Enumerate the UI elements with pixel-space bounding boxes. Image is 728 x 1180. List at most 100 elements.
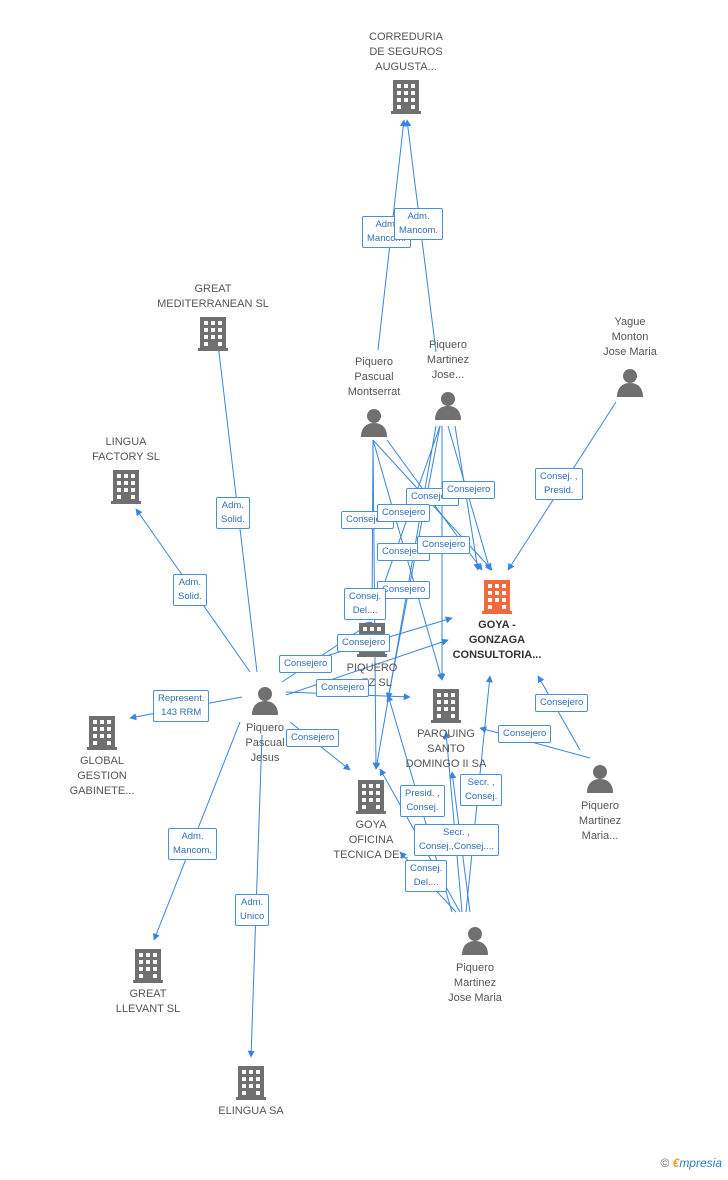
node-label-line: Piquero [429, 339, 467, 351]
edge-label-consejero-m[interactable]: Consejero [498, 725, 552, 743]
node-label-line: DOMINGO II SA [405, 758, 487, 770]
node-label-line: ELINGUA SA [218, 1105, 284, 1117]
edge-label-line: Presid. , [405, 788, 440, 799]
node-label-elingua[interactable]: ELINGUA SA [171, 1104, 331, 1119]
node-label-line: GLOBAL [79, 755, 125, 767]
person-icon[interactable] [252, 687, 278, 715]
edge-label-secr-consej-multi[interactable]: Secr. ,Consej.,Consej.... [414, 824, 499, 856]
edge-label-consejero-i[interactable]: Consejero [279, 655, 333, 673]
edge-label-line: Consejero [382, 507, 426, 518]
edge-label-adm-solid-1[interactable]: Adm.Solid. [216, 497, 250, 529]
person-icon[interactable] [462, 927, 488, 955]
edge-label-consejero-j[interactable]: Consejero [316, 679, 370, 697]
person-icon[interactable] [587, 765, 613, 793]
edge-label-adm-solid-2[interactable]: Adm.Solid. [173, 574, 207, 606]
edge-label-adm-mancom-2[interactable]: Adm.Mancom. [394, 208, 444, 240]
edge-label-line: Adm. [221, 500, 244, 511]
relationship-edge [443, 731, 463, 913]
node-label-line: Montserrat [347, 386, 401, 398]
node-label-lingua[interactable]: LINGUA FACTORY SL [46, 435, 206, 465]
node-label-line: Jose Maria [448, 992, 502, 1004]
company-building-icon[interactable] [482, 580, 512, 614]
node-label-line: DE SEGUROS [369, 46, 443, 58]
edge-label-line: Adm. [375, 219, 398, 230]
node-label-line: Jesus [250, 752, 280, 764]
edge-label-line: Consej. [465, 791, 498, 802]
edge-label-line: Consejero [284, 658, 328, 669]
edge-label-consejero-l[interactable]: Consejero [535, 694, 589, 712]
edge-label-line: Consejero [540, 697, 584, 708]
brand-initial: € [672, 1156, 680, 1170]
node-label-great-llevant[interactable]: GREAT LLEVANT SL [68, 987, 228, 1017]
edge-label-line: Secr. , [443, 827, 470, 838]
edge-label-line: Represent. [158, 693, 205, 704]
node-label-line: AUGUSTA... [375, 61, 437, 73]
edge-label-consejero-d[interactable]: Consejero [377, 504, 431, 522]
node-label-line: Piquero [246, 722, 284, 734]
company-building-icon[interactable] [133, 949, 163, 983]
node-label-line: GREAT [129, 988, 167, 1000]
edge-label-consej-del-2[interactable]: Consej. Del.... [405, 860, 448, 892]
person-icon[interactable] [617, 369, 643, 397]
person-icon[interactable] [361, 409, 387, 437]
edge-label-consej-presid[interactable]: Consej. , Presid. [535, 468, 583, 500]
node-label-line: Piquero [581, 800, 619, 812]
edge-label-line: Consejero [291, 732, 335, 743]
company-building-icon[interactable] [111, 470, 141, 504]
copyright-symbol: © [660, 1156, 670, 1170]
company-building-icon[interactable] [87, 716, 117, 750]
node-label-line: FACTORY SL [92, 451, 160, 463]
edge-label-secr-consej[interactable]: Secr. , Consej. [460, 774, 503, 806]
edge-label-line: Consejero [382, 546, 426, 557]
edge-label-line: Consej. , [540, 471, 578, 482]
empresia-watermark: © €mpresia [660, 1156, 722, 1170]
edge-label-line: Mancom. [173, 845, 213, 856]
node-label-line: GONZAGA [468, 634, 526, 646]
edge-label-consej-del-1[interactable]: Consej.Del.... [344, 588, 387, 620]
node-label-line: LINGUA [105, 436, 147, 448]
edge-label-consejero-b[interactable]: Consejero [442, 481, 496, 499]
company-building-icon[interactable] [431, 689, 461, 723]
node-label-line: CONSULTORIA... [452, 649, 542, 661]
edge-label-represent[interactable]: Represent.143 RRM [153, 690, 210, 722]
edge-label-consejero-f[interactable]: Consejero [417, 536, 471, 554]
company-building-icon[interactable] [236, 1066, 266, 1100]
node-label-line: Martinez [578, 815, 622, 827]
edge-label-consejero-k[interactable]: Consejero [286, 729, 340, 747]
company-building-icon[interactable] [198, 317, 228, 351]
company-building-icon[interactable] [391, 80, 421, 114]
edge-label-line: Presid. [543, 485, 574, 496]
edge-label-line: Consej. [410, 863, 443, 874]
node-label-line: Piquero [355, 356, 393, 368]
edge-label-line: Consejero [382, 584, 426, 595]
edge-label-adm-unico[interactable]: Adm.Unico [235, 894, 270, 926]
node-label-line: Martinez [453, 977, 497, 989]
node-label-line: Martinez [426, 354, 470, 366]
edge-label-presid-consej[interactable]: Presid. ,Consej. [400, 785, 445, 817]
edge-label-adm-mancom-3[interactable]: Adm.Mancom. [168, 828, 218, 860]
company-building-icon[interactable] [356, 780, 386, 814]
node-label-line: Piquero [456, 962, 494, 974]
edge-label-consejero-h[interactable]: Consejero [337, 634, 391, 652]
edge-label-line: Consejero [411, 491, 455, 502]
node-label-line: LLEVANT SL [115, 1003, 181, 1015]
edge-label-line: Del.... [413, 877, 439, 888]
edge-label-line: Adm. [241, 897, 264, 908]
node-label-line: PIQUERO [346, 662, 398, 674]
node-label-line: GESTION [77, 770, 127, 782]
edge-label-line: Secr. , [467, 777, 495, 788]
edge-label-line: Consejero [422, 539, 466, 550]
edge-label-line: Mancom. [367, 233, 407, 244]
